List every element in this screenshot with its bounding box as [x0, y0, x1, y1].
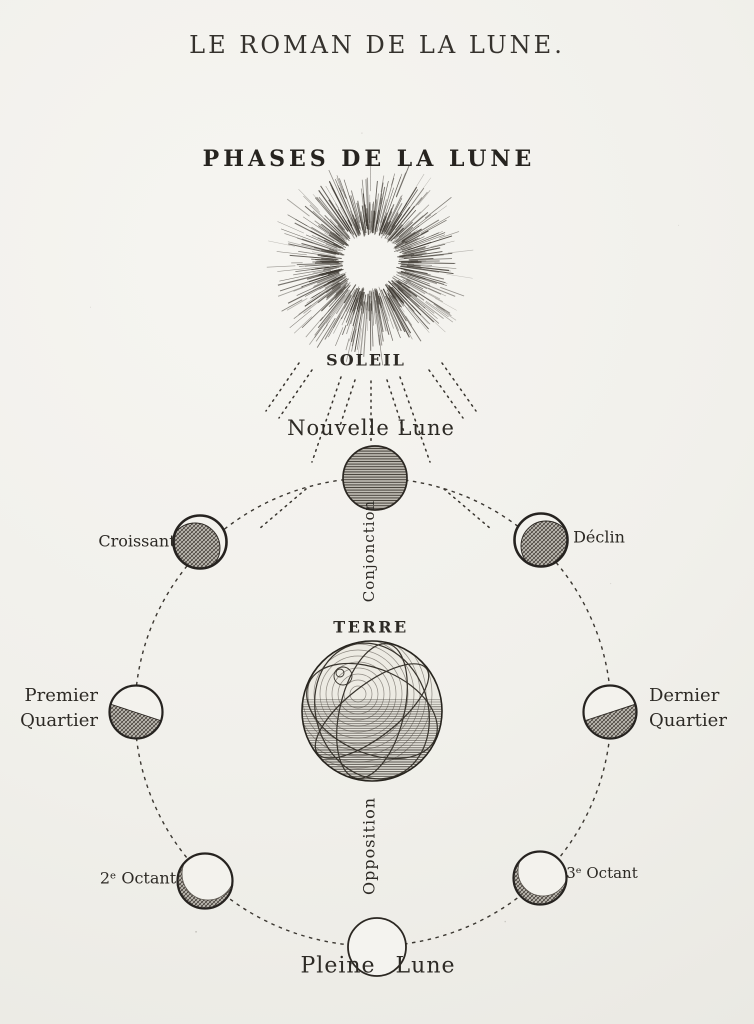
moon-new: [342, 445, 408, 511]
earth-label: TERRE: [333, 617, 409, 637]
moon-full: [347, 917, 407, 977]
earth-pole-spiral: [333, 666, 353, 686]
figure-title: PHASES DE LA LUNE: [202, 146, 536, 172]
moon-waning-crescent: [513, 512, 569, 568]
first-quarter-label-line2: Quartier: [20, 710, 98, 731]
book-title: LE ROMAN DE LA LUNE.: [189, 31, 565, 59]
waning-crescent-label: Déclin: [573, 527, 625, 547]
conjunction-label: Conjonction: [360, 499, 378, 603]
first-quarter-label-line1: Premier: [24, 685, 98, 706]
opposition-label: Opposition: [359, 796, 379, 896]
last-quarter-label-line1: Dernier: [649, 685, 720, 706]
earth-meridian-arcs: [306, 642, 438, 780]
earth-illustration: [301, 640, 443, 782]
first-quarter-label: Premier Quartier: [6, 683, 98, 733]
sun-illustration: [266, 161, 474, 366]
moon-waxing-crescent: [172, 514, 228, 570]
sun-rays-dotted: [258, 362, 492, 530]
full-moon-label: Pleine Lune: [300, 953, 456, 979]
last-quarter-label: Dernier Quartier: [649, 683, 727, 733]
moon-second-octant: [176, 852, 234, 910]
sun-label: SOLEIL: [326, 350, 406, 370]
earth-equator-band: [302, 699, 442, 705]
last-quarter-label-line2: Quartier: [649, 710, 727, 731]
moon-third-octant: [512, 850, 568, 906]
moon-first-quarter: [108, 684, 164, 740]
sun-burst: [266, 161, 474, 366]
waxing-crescent-label: Croissant: [98, 531, 176, 551]
third-octant-label: 3ᵉ Octant: [566, 864, 638, 882]
new-moon-label: Nouvelle Lune: [287, 416, 455, 440]
second-octant-label: 2ᵉ Octant: [99, 868, 177, 888]
moon-last-quarter: [582, 684, 638, 740]
